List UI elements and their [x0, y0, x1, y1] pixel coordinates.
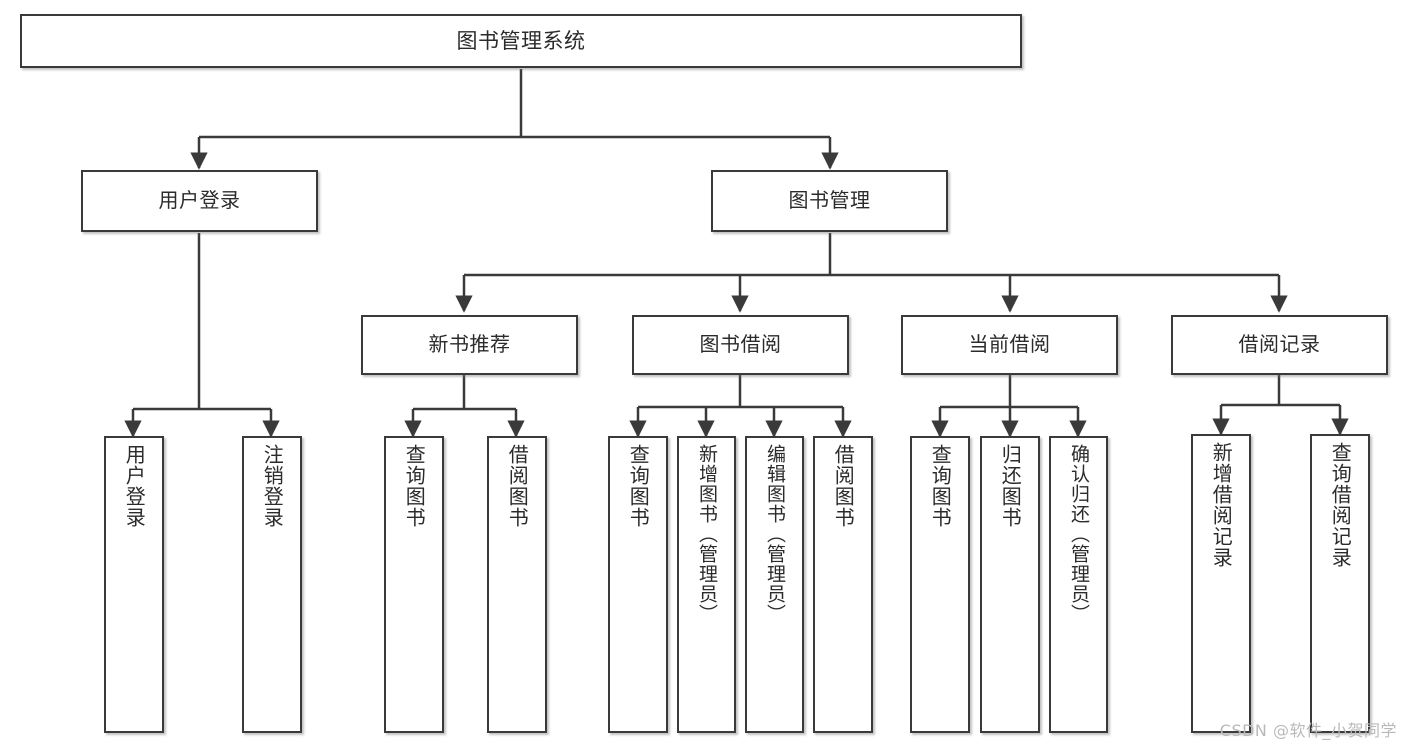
node-book-borrow[interactable]: 图书借阅 — [632, 315, 849, 375]
node-label: 用户登录 — [122, 444, 147, 528]
node-leaf-logout[interactable]: 注销登录 — [242, 436, 302, 733]
node-leaf-query-book-recommend[interactable]: 查询图书 — [384, 436, 444, 733]
node-leaf-user-login[interactable]: 用户登录 — [104, 436, 164, 733]
node-leaf-confirm-return-admin[interactable]: 确认归还（管理员） — [1049, 436, 1108, 733]
node-label: 新增借阅记录 — [1209, 442, 1234, 568]
node-label: 当前借阅 — [968, 332, 1051, 357]
node-book-management[interactable]: 图书管理 — [711, 170, 948, 232]
node-leaf-edit-book-admin[interactable]: 编辑图书（管理员） — [745, 436, 804, 733]
node-leaf-borrow-book-recommend[interactable]: 借阅图书 — [487, 436, 547, 733]
node-label: 图书借阅 — [699, 332, 782, 357]
node-leaf-return-book[interactable]: 归还图书 — [980, 436, 1040, 733]
node-label: 确认归还（管理员） — [1067, 444, 1090, 624]
node-user-login[interactable]: 用户登录 — [81, 170, 318, 232]
node-leaf-query-borrow-record[interactable]: 查询借阅记录 — [1310, 434, 1370, 733]
csdn-watermark: CSDN @软件_小贺同学 — [1219, 721, 1397, 740]
node-label: 编辑图书（管理员） — [763, 444, 786, 624]
node-label: 查询图书 — [626, 444, 651, 528]
node-label: 查询借阅记录 — [1328, 442, 1353, 568]
node-leaf-query-book-borrow[interactable]: 查询图书 — [608, 436, 668, 733]
node-leaf-query-book-current[interactable]: 查询图书 — [910, 436, 970, 733]
node-label: 用户登录 — [158, 188, 241, 213]
node-label: 借阅图书 — [831, 444, 856, 528]
node-label: 新书推荐 — [428, 332, 511, 357]
node-leaf-borrow-book[interactable]: 借阅图书 — [813, 436, 873, 733]
node-leaf-add-borrow-record[interactable]: 新增借阅记录 — [1191, 434, 1251, 733]
node-root-book-management-system[interactable]: 图书管理系统 — [20, 14, 1022, 68]
node-label: 查询图书 — [928, 444, 953, 528]
node-borrow-record[interactable]: 借阅记录 — [1171, 315, 1388, 375]
node-current-borrow[interactable]: 当前借阅 — [901, 315, 1118, 375]
node-leaf-add-book-admin[interactable]: 新增图书（管理员） — [677, 436, 736, 733]
node-label: 图书管理系统 — [456, 28, 586, 53]
node-label: 借阅图书 — [505, 444, 530, 528]
node-new-book-recommend[interactable]: 新书推荐 — [361, 315, 578, 375]
node-label: 借阅记录 — [1238, 332, 1321, 357]
node-label: 新增图书（管理员） — [695, 444, 718, 624]
node-label: 归还图书 — [998, 444, 1023, 528]
node-label: 注销登录 — [260, 444, 285, 528]
node-label: 图书管理 — [788, 188, 871, 213]
node-label: 查询图书 — [402, 444, 427, 528]
